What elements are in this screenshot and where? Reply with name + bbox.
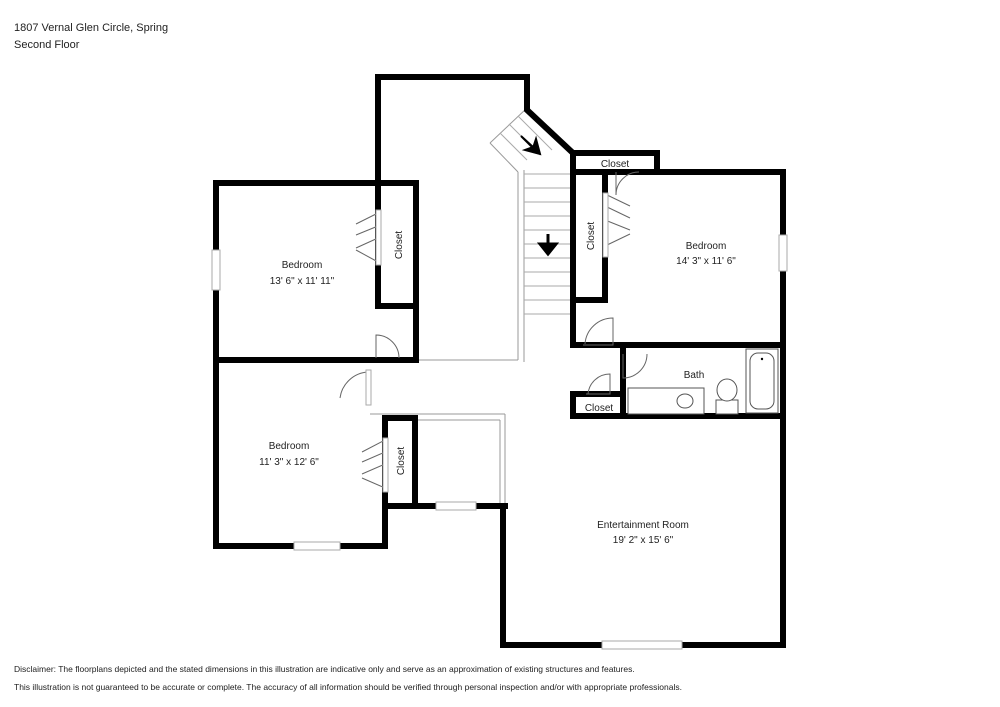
walls [213,74,786,648]
toilet-tank [715,399,739,415]
bath-fixtures [627,348,779,415]
hallway-lines [370,359,518,505]
disclaimer-line-1: Disclaimer: The floorplans depicted and … [14,664,635,674]
bedroom-sw-name: Bedroom [269,441,310,452]
staircase [489,107,570,362]
bedroom-nw-dims: 13' 6" x 11' 11" [270,276,335,287]
windows [211,234,788,650]
bath-name: Bath [684,370,705,381]
stair-arrow-icon [520,135,542,156]
closet-hall-label: Closet [585,403,614,414]
closet-top-label: Closet [601,159,630,170]
doors [339,171,648,493]
entertainment-dims: 19' 2" x 15' 6" [613,535,674,546]
stair-down-arrow-icon [536,234,560,257]
address-title: 1807 Vernal Glen Circle, Spring [14,22,169,34]
bedroom-sw-dims: 11' 3" x 12' 6" [259,457,319,468]
bedroom-ne-name: Bedroom [686,241,727,252]
floor-title: Second Floor [14,39,80,51]
closet-nw-label: Closet [394,231,405,260]
bedroom-nw-name: Bedroom [282,260,323,271]
entertainment-name: Entertainment Room [597,520,689,531]
sink-icon [676,393,694,409]
closet-ne-label: Closet [586,222,597,251]
closet-sw-label: Closet [396,447,407,476]
disclaimer-line-2: This illustration is not guaranteed to b… [14,682,682,692]
toilet-icon [716,378,738,402]
bedroom-ne-dims: 14' 3" x 11' 6" [676,256,736,267]
